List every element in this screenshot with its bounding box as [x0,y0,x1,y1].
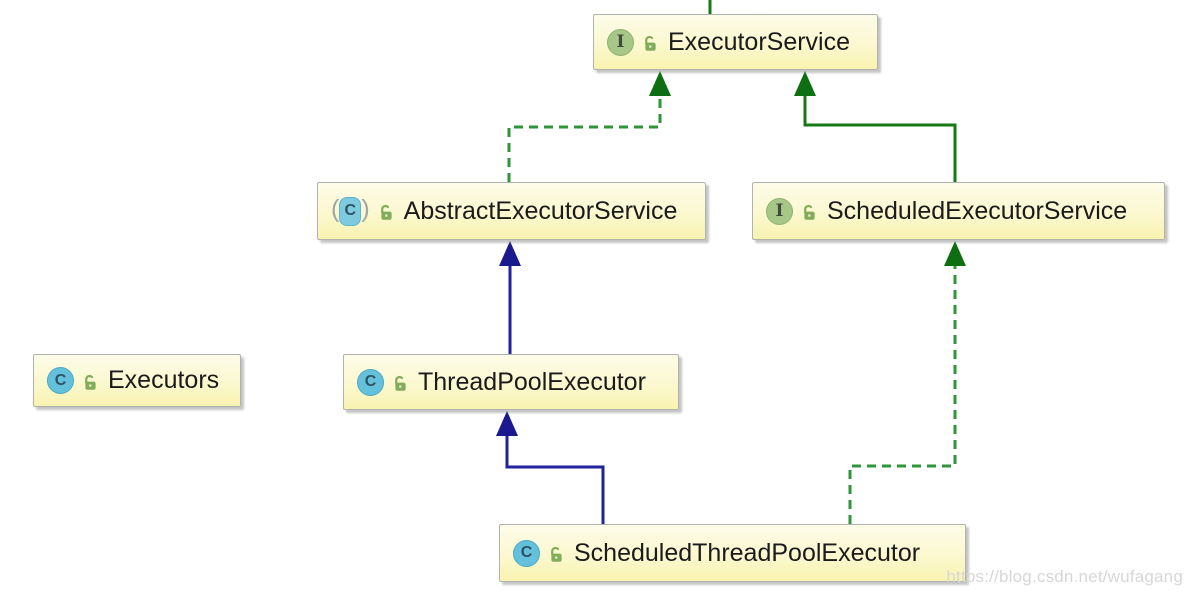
class-name-label: ScheduledThreadPoolExecutor [574,538,921,567]
open-lock-icon [800,203,817,221]
edge-scheduledthreadpoolexecutor-implements-scheduledexecutorservice [848,264,957,524]
watermark: https://blog.csdn.net/wufagang [946,567,1183,586]
open-lock-icon [81,373,98,391]
class-node-scheduledthreadpoolexecutor[interactable]: C ScheduledThreadPoolExecutor [499,524,966,582]
open-lock-icon [377,203,394,221]
edge-abstractexecutorservice-implements-executorservice [507,95,662,182]
abstract-class-icon: ( C ) [331,196,370,226]
edge-abstractexecutorservice-implements-executorservice-arrowhead [649,71,671,96]
class-node-scheduledexecutorservice[interactable]: I ScheduledExecutorService [752,182,1165,240]
class-icon: C [357,368,384,396]
class-node-executorservice[interactable]: I ExecutorService [593,14,878,70]
class-node-threadpoolexecutor[interactable]: C ThreadPoolExecutor [343,354,679,410]
class-icon: C [47,367,74,394]
class-name-label: Executors [108,366,220,394]
open-lock-icon [547,545,564,563]
edge-scheduledthreadpoolexecutor-extends-threadpoolexecutor [505,434,605,524]
edge-threadpoolexecutor-extends-abstractexecutorservice-arrowhead [499,241,521,266]
class-node-abstractexecutorservice[interactable]: ( C ) AbstractExecutorService [317,182,706,240]
interface-icon: I [766,197,793,225]
class-name-label: ThreadPoolExecutor [418,367,646,396]
class-icon: C [513,539,540,567]
class-name-label: ScheduledExecutorService [827,196,1128,225]
edge-scheduledexecutorservice-extends-executorservice [803,95,957,182]
class-name-label: AbstractExecutorService [403,196,678,225]
open-lock-icon [641,34,658,52]
interface-icon: I [607,28,634,56]
edge-scheduledexecutorservice-extends-executorservice-arrowhead [794,71,816,96]
edge-scheduledthreadpoolexecutor-implements-scheduledexecutorservice-arrowhead [944,241,966,266]
edge-scheduledthreadpoolexecutor-extends-threadpoolexecutor-arrowhead [496,411,518,436]
class-name-label: ExecutorService [668,27,851,56]
open-lock-icon [391,374,408,392]
class-node-executors[interactable]: C Executors [33,354,241,407]
